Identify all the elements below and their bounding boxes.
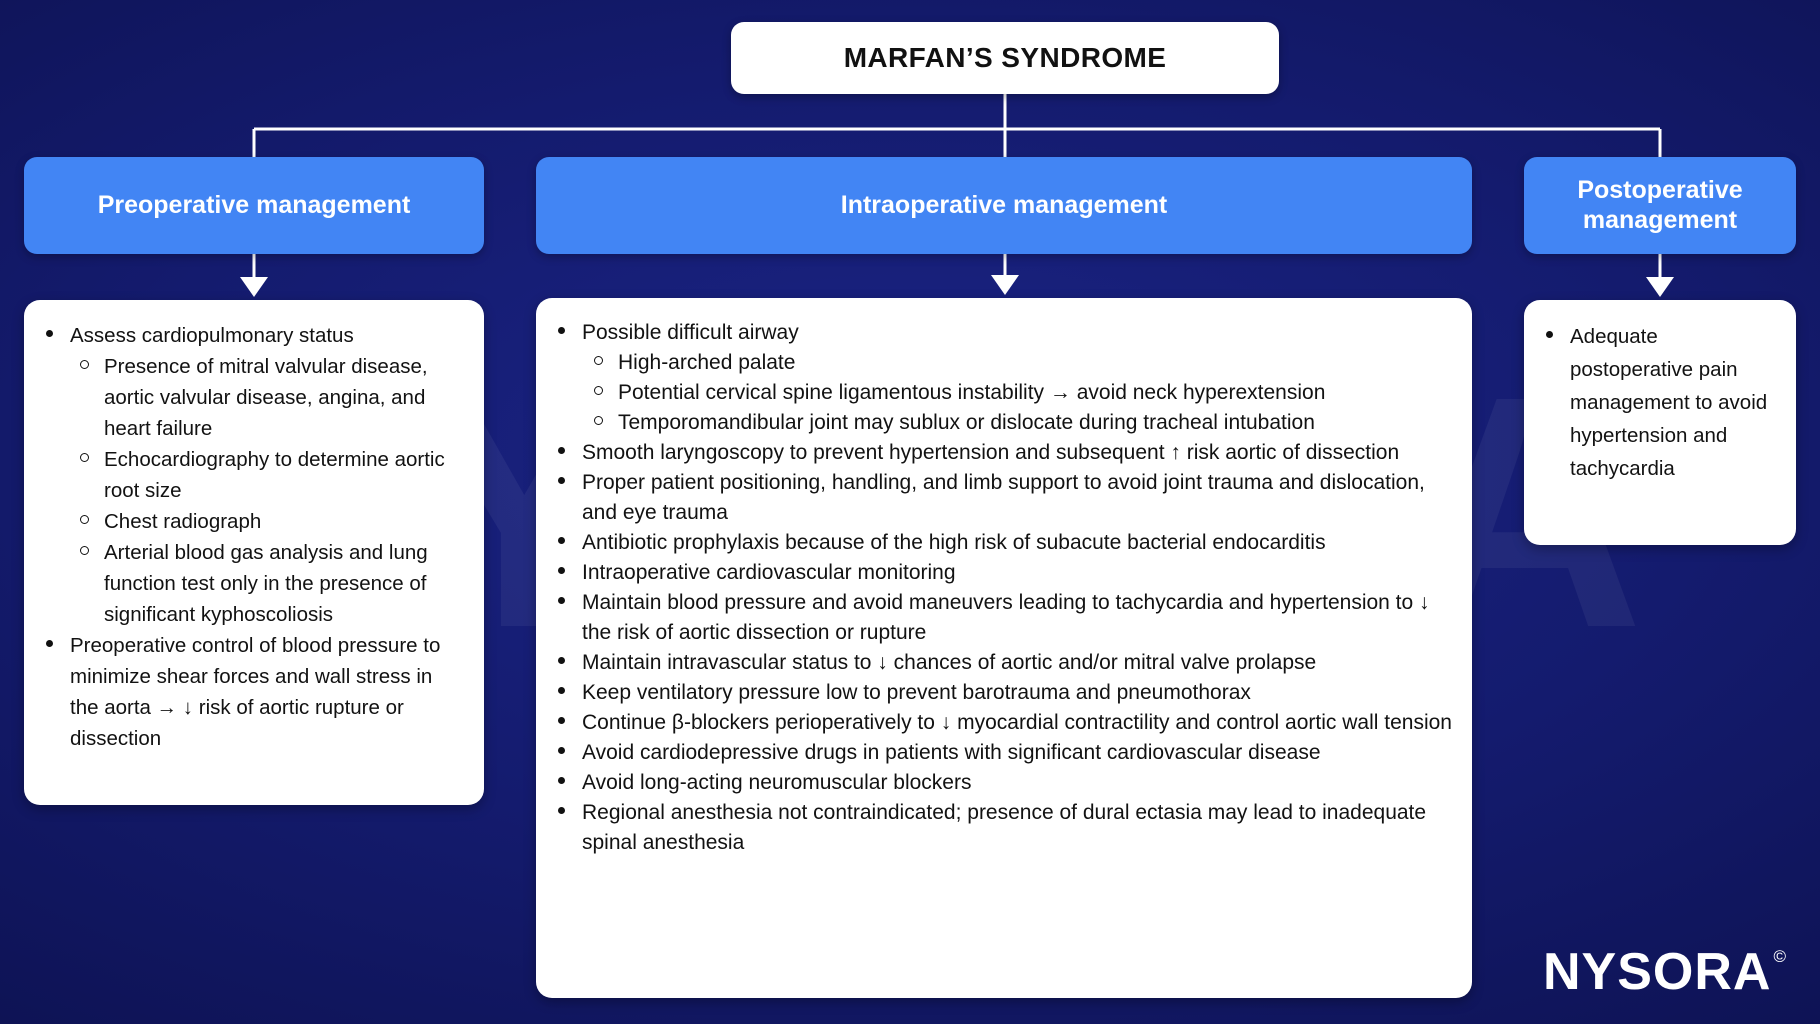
list-item-text: Antibiotic prophylaxis because of the hi… [582,531,1326,554]
bullet-disc-icon [558,588,565,618]
list-item-text: Adequate postoperative pain management t… [1570,325,1768,480]
list-item: Presence of mitral valvular disease, aor… [76,351,466,444]
list-item: High-arched palate [590,348,1454,378]
bullet-disc-icon [558,708,565,738]
list-item: Adequate postoperative pain management t… [1542,320,1778,485]
column-header-intraoperative[interactable]: Intraoperative management [536,157,1472,254]
list-item: Temporomandibular joint may sublux or di… [590,408,1454,438]
list-item: Intraoperative cardiovascular monitoring [554,558,1454,588]
list-item-text: Continue β-blockers perioperatively to ↓… [582,711,1452,734]
list-item-text: High-arched palate [618,351,796,374]
column-header-label-postoperative: Postoperative management [1577,176,1743,234]
list-item: Maintain blood pressure and avoid maneuv… [554,588,1454,648]
content-card-postoperative: Adequate postoperative pain management t… [1524,300,1796,545]
column-header-label-preoperative: Preoperative management [97,190,411,219]
bullet-disc-icon [1546,320,1553,353]
bullet-disc-icon [558,678,565,708]
list-item: Echocardiography to determine aortic roo… [76,444,466,506]
nysora-logo: NYSORA © [1543,946,1786,998]
list-item: Regional anesthesia not contraindicated;… [554,798,1454,858]
bullet-circle-icon [80,537,89,568]
list-item-text: Keep ventilatory pressure low to prevent… [582,681,1251,704]
list-item-text: Temporomandibular joint may sublux or di… [618,411,1315,434]
list-item-text: Preoperative control of blood pressure t… [70,634,441,750]
list-item: Continue β-blockers perioperatively to ↓… [554,708,1454,738]
list-item-text: Avoid cardiodepressive drugs in patients… [582,741,1321,764]
list-item-text: Possible difficult airway [582,321,799,344]
list-item: Keep ventilatory pressure low to prevent… [554,678,1454,708]
bullet-disc-icon [558,438,565,468]
list-item: Preoperative control of blood pressure t… [42,630,466,754]
list-item: Avoid long-acting neuromuscular blockers [554,768,1454,798]
bullet-circle-icon [594,378,603,408]
list-item-text: Intraoperative cardiovascular monitoring [582,561,956,584]
bullet-disc-icon [558,738,565,768]
list-item-text: Chest radiograph [104,510,262,533]
bullet-disc-icon [558,768,565,798]
nysora-logo-text: NYSORA [1542,943,1772,1001]
root-node-marfans-syndrome: MARFAN’S SYNDROME [731,22,1279,94]
list-item-text: Regional anesthesia not contraindicated;… [582,801,1427,854]
bullet-disc-icon [558,558,565,588]
list-item: Possible difficult airway [554,318,1454,348]
bullet-disc-icon [46,630,53,661]
bullet-circle-icon [80,444,89,475]
list-item: Potential cervical spine ligamentous ins… [590,378,1454,408]
list-item: Smooth laryngoscopy to prevent hypertens… [554,438,1454,468]
list-item: Proper patient positioning, handling, an… [554,468,1454,528]
column-header-label-intraoperative: Intraoperative management [840,190,1168,219]
bullet-disc-icon [558,648,565,678]
list-item-text: Maintain intravascular status to ↓ chanc… [582,651,1317,674]
list-item-text: Echocardiography to determine aortic roo… [104,448,445,502]
list-item: Assess cardiopulmonary status [42,320,466,351]
list-item: Chest radiograph [76,506,466,537]
list-item-text: Smooth laryngoscopy to prevent hypertens… [582,441,1400,464]
bullet-disc-icon [558,798,565,828]
list-item: Avoid cardiodepressive drugs in patients… [554,738,1454,768]
list-item-text: Maintain blood pressure and avoid maneuv… [582,591,1430,644]
list-item-text: Proper patient positioning, handling, an… [582,471,1425,524]
bullet-circle-icon [80,506,89,537]
bullet-circle-icon [80,351,89,382]
copyright-icon: © [1773,947,1786,966]
list-item: Arterial blood gas analysis and lung fun… [76,537,466,630]
bullet-list-postoperative: Adequate postoperative pain management t… [1542,320,1778,485]
column-header-preoperative[interactable]: Preoperative management [24,157,484,254]
column-header-postoperative[interactable]: Postoperative management [1524,157,1796,254]
bullet-circle-icon [594,348,603,378]
list-item: Maintain intravascular status to ↓ chanc… [554,648,1454,678]
bullet-disc-icon [558,318,565,348]
list-item-text: Potential cervical spine ligamentous ins… [618,381,1326,404]
list-item-text: Assess cardiopulmonary status [70,324,354,347]
bullet-circle-icon [594,408,603,438]
bullet-disc-icon [558,468,565,498]
bullet-disc-icon [558,528,565,558]
page-title: MARFAN’S SYNDROME [843,42,1167,73]
sub-bullet-list: Presence of mitral valvular disease, aor… [76,351,466,630]
list-item-text: Avoid long-acting neuromuscular blockers [582,771,972,794]
list-item: Antibiotic prophylaxis because of the hi… [554,528,1454,558]
list-item-text: Arterial blood gas analysis and lung fun… [104,541,428,626]
list-item-text: Presence of mitral valvular disease, aor… [104,355,428,440]
bullet-disc-icon [46,320,53,351]
